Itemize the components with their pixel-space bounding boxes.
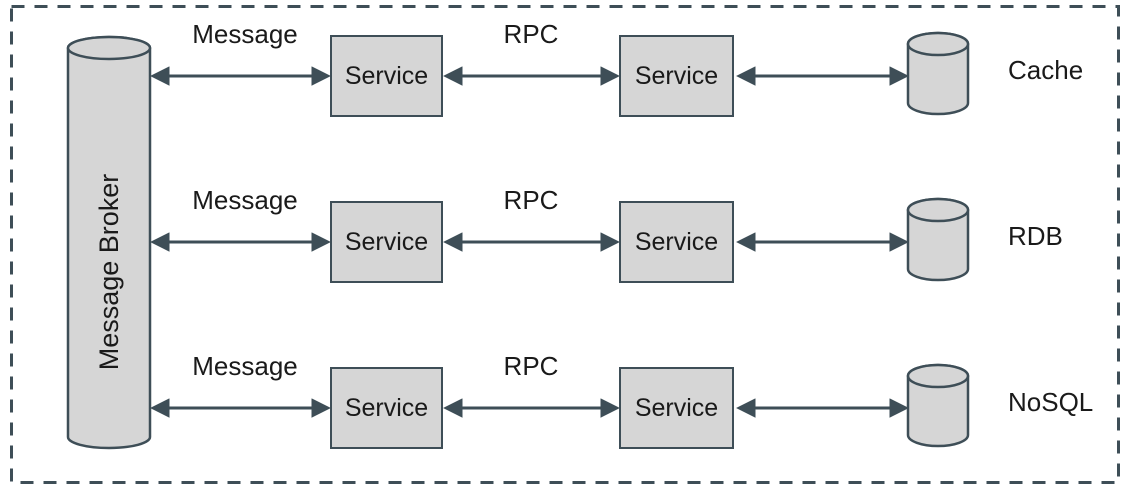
message-broker-label: Message Broker — [94, 173, 124, 371]
cache-cylinder — [906, 31, 970, 116]
service-box: Service — [330, 35, 443, 117]
service-box: Service — [330, 367, 443, 449]
datastore-label-nosql: NoSQL — [1008, 387, 1094, 417]
service-box: Service — [330, 201, 443, 283]
diagram-dashed-border — [10, 5, 1120, 484]
service-box: Service — [619, 367, 734, 449]
nosql-cylinder — [906, 363, 970, 448]
rdb-cylinder — [906, 197, 970, 282]
message-broker-cylinder — [66, 35, 152, 450]
datastore-label-cache: Cache — [1008, 55, 1084, 85]
rpc-arrow-label: RPC — [503, 185, 559, 215]
message-arrow-label: Message — [192, 351, 298, 381]
rpc-arrow-label: RPC — [503, 19, 559, 49]
rpc-arrow-label: RPC — [503, 351, 559, 381]
service-box: Service — [619, 35, 734, 117]
datastore-label-rdb: RDB — [1008, 221, 1063, 251]
message-arrow-label: Message — [192, 185, 298, 215]
message-arrow-label: Message — [192, 19, 298, 49]
service-box: Service — [619, 201, 734, 283]
